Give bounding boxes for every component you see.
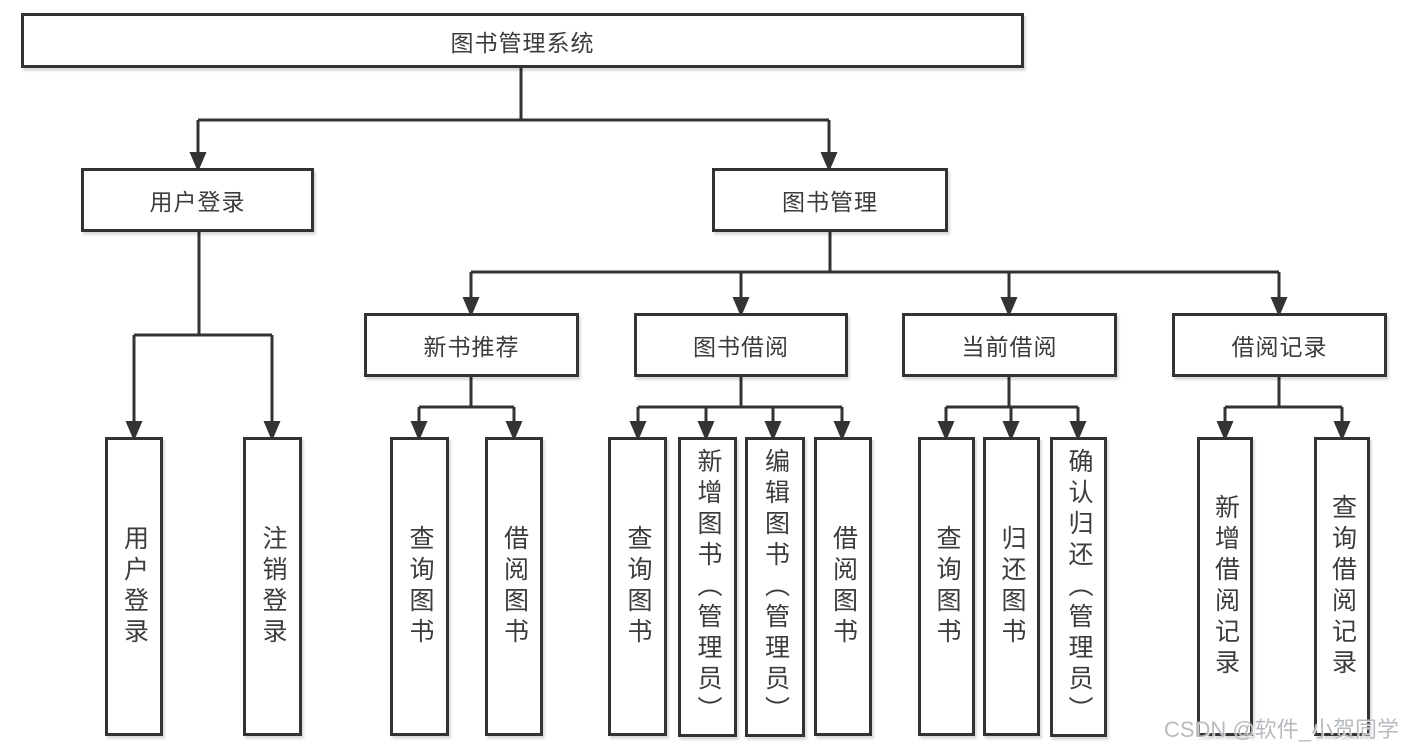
csdn-watermark: CSDN @软件_小贺同学: [1163, 717, 1399, 742]
leaf-logout-label: 注销登录: [259, 524, 287, 649]
arrow-head: [1216, 421, 1234, 441]
leaf-add-book-admin-label: 新增图书（管理员）: [694, 447, 722, 727]
connector-path: [132, 68, 1344, 423]
leaf-confirm-return-admin: 确认归还（管理员）: [1050, 437, 1107, 737]
node-current-borrow-label: 当前借阅: [961, 334, 1058, 360]
arrow-head: [125, 421, 143, 441]
leaf-query-book-borrow-label: 查询图书: [624, 524, 652, 649]
arrow-head: [462, 297, 480, 317]
node-root: 图书管理系统: [21, 13, 1024, 68]
arrow-head: [820, 152, 838, 172]
leaf-borrow-book: 借阅图书: [814, 437, 872, 736]
arrow-head: [1002, 421, 1020, 441]
arrow-head: [189, 152, 207, 172]
leaf-add-borrow-record: 新增借阅记录: [1197, 437, 1253, 736]
leaf-edit-book-admin-label: 编辑图书（管理员）: [761, 447, 790, 727]
arrow-head: [764, 421, 782, 441]
leaf-logout: 注销登录: [243, 437, 302, 736]
node-current-borrow: 当前借阅: [902, 313, 1117, 377]
leaf-edit-book-admin: 编辑图书（管理员）: [745, 437, 805, 737]
arrow-head: [1000, 297, 1018, 317]
arrow-head: [505, 421, 523, 441]
arrow-head: [1270, 297, 1288, 317]
leaf-borrow-book-label: 借阅图书: [829, 524, 858, 649]
node-new-book-recommend-label: 新书推荐: [423, 334, 520, 360]
leaf-confirm-return-admin-label: 确认归还（管理员）: [1065, 447, 1093, 727]
node-new-book-recommend: 新书推荐: [364, 313, 579, 377]
arrow-head: [629, 421, 647, 441]
arrow-head: [732, 297, 750, 317]
node-book-management-label: 图书管理: [782, 189, 878, 215]
leaf-user-login-label: 用户登录: [120, 524, 149, 649]
leaf-add-borrow-record-label: 新增借阅记录: [1211, 493, 1240, 680]
node-root-label: 图书管理系统: [450, 29, 595, 56]
node-book-borrow: 图书借阅: [634, 313, 848, 377]
node-borrow-records: 借阅记录: [1172, 313, 1387, 377]
arrow-head: [1069, 421, 1087, 441]
leaf-query-book-current-label: 查询图书: [933, 524, 961, 649]
leaf-query-borrow-record-label: 查询借阅记录: [1328, 493, 1357, 680]
node-borrow-records-label: 借阅记录: [1231, 334, 1328, 360]
leaf-add-book-admin: 新增图书（管理员）: [678, 437, 737, 737]
leaf-user-login: 用户登录: [105, 437, 163, 736]
node-user-login-label: 用户登录: [149, 189, 246, 215]
leaf-query-book-recommend: 查询图书: [390, 437, 449, 736]
arrow-head: [697, 421, 715, 441]
node-book-management: 图书管理: [712, 168, 948, 232]
leaf-borrow-book-recommend-label: 借阅图书: [500, 524, 529, 649]
arrowheads: [125, 152, 1351, 441]
arrow-head: [410, 421, 428, 441]
node-book-borrow-label: 图书借阅: [693, 334, 789, 360]
leaf-return-book: 归还图书: [983, 437, 1040, 736]
node-user-login: 用户登录: [81, 168, 314, 232]
arrow-head: [263, 421, 281, 441]
leaf-query-borrow-record: 查询借阅记录: [1314, 437, 1370, 736]
arrow-head: [1333, 421, 1351, 441]
leaf-return-book-label: 归还图书: [998, 524, 1026, 649]
arrow-head: [937, 421, 955, 441]
leaf-query-book-borrow: 查询图书: [608, 437, 667, 736]
leaf-query-book-current: 查询图书: [918, 437, 975, 736]
leaf-borrow-book-recommend: 借阅图书: [485, 437, 543, 736]
arrow-head: [833, 421, 851, 441]
leaf-query-book-recommend-label: 查询图书: [406, 524, 434, 649]
